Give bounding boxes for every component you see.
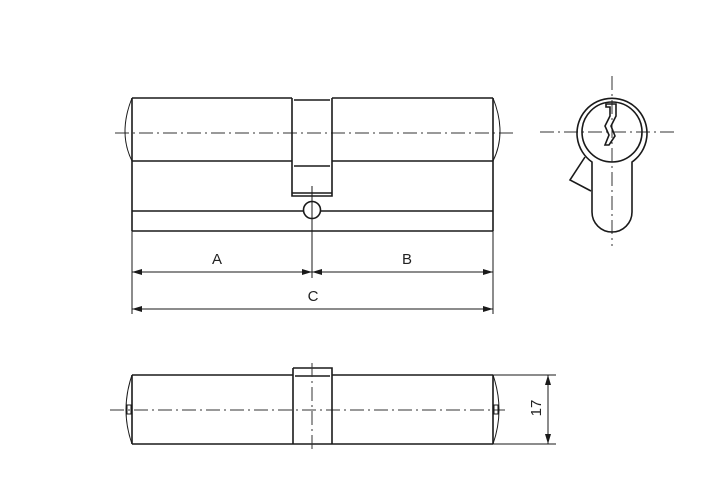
dimension-b-label: B [402,251,412,268]
plug-circle [581,101,643,163]
dimension-a-label: A [212,251,222,268]
body-outline [131,98,494,232]
dimension-c-label: C [308,288,319,305]
end-caps [124,97,501,162]
cam-slot [291,98,333,197]
cam-tab [568,156,592,192]
pin-left [126,404,132,415]
profile-outline [576,97,648,233]
pin-right [493,404,499,415]
side-view [540,76,675,246]
end-caps [125,374,500,445]
dimension-height-label: 17 [528,400,545,417]
front-view: A B C [115,97,515,314]
bottom-view: 17 [110,363,556,450]
keyway [603,103,617,146]
plug-outline [132,97,493,162]
